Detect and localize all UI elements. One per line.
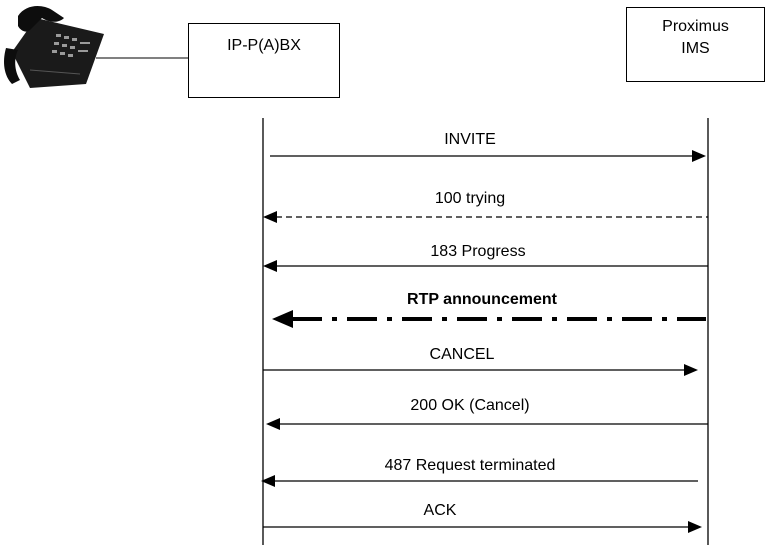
label-200-ok: 200 OK (Cancel) [410,397,530,414]
label-183-progress: 183 Progress [430,243,526,260]
arrow-183-progress [263,260,708,272]
label-ack: ACK [423,502,457,519]
label-invite: INVITE [444,131,496,148]
label-cancel: CANCEL [429,346,495,363]
arrow-rtp-announcement [272,310,706,328]
ims-label-line2: IMS [681,40,710,57]
pbx-box: IP-P(A)BX [188,23,340,98]
arrow-487-request-terminated [261,475,698,487]
ims-label-line1: Proximus [662,18,729,35]
ims-box: Proximus IMS [626,7,765,82]
telephone-icon [4,6,188,88]
label-100-trying: 100 trying [434,190,506,207]
pbx-label: IP-P(A)BX [227,37,301,54]
label-rtp-announcement: RTP announcement [407,291,557,308]
arrow-100-trying [263,211,708,223]
arrow-invite [270,150,706,162]
label-487-request-terminated: 487 Request terminated [384,457,556,474]
arrow-200-ok [266,418,708,430]
arrow-ack [263,521,702,533]
arrow-cancel [263,364,698,376]
